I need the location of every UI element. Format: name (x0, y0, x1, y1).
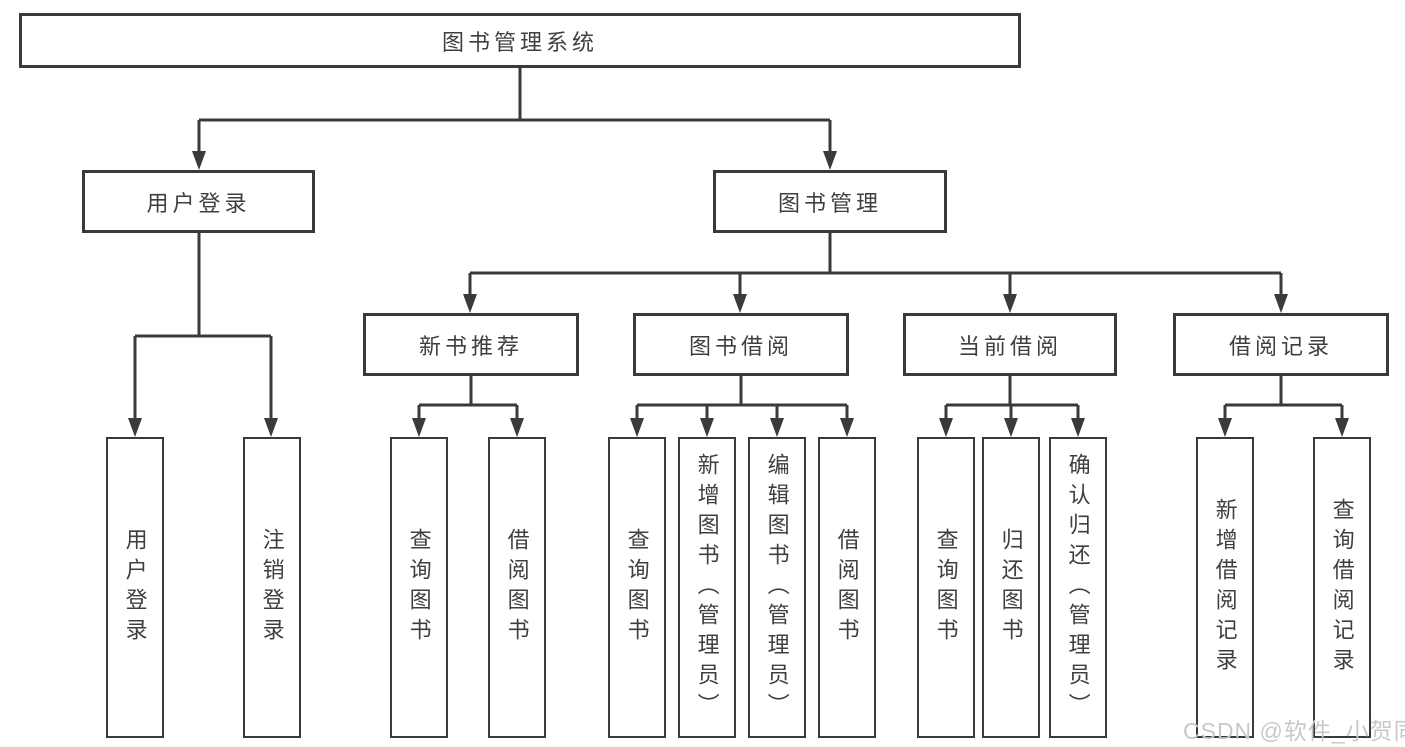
node-query-books-current: 查询图书 (917, 437, 975, 738)
node-query-borrow-record-label: 查询借阅记录 (1329, 497, 1355, 678)
node-query-books-recommend: 查询图书 (390, 437, 448, 738)
node-borrow-books-borrowing: 借阅图书 (818, 437, 876, 738)
node-borrow-books-recommend-label: 借阅图书 (504, 527, 530, 648)
node-confirm-return-admin: 确认归还（管理员） (1049, 437, 1107, 738)
node-library-system: 图书管理系统 (19, 13, 1021, 68)
node-query-books-recommend-label: 查询图书 (406, 527, 432, 648)
node-add-book-admin: 新增图书（管理员） (678, 437, 736, 738)
node-book-management: 图书管理 (713, 170, 947, 233)
node-query-books-current-label: 查询图书 (933, 527, 959, 648)
node-return-book: 归还图书 (982, 437, 1040, 738)
node-library-system-label: 图书管理系统 (441, 29, 598, 55)
node-book-borrowing: 图书借阅 (633, 313, 849, 376)
node-new-book-recommend: 新书推荐 (363, 313, 579, 376)
node-confirm-return-admin-label: 确认归还（管理员） (1065, 452, 1091, 723)
watermark-text: CSDN @软件_小贺同学 (1183, 718, 1405, 744)
node-book-borrowing-label: 图书借阅 (688, 333, 793, 359)
node-logout: 注销登录 (243, 437, 301, 738)
node-user-login-leaf: 用户登录 (106, 437, 164, 738)
node-user-login-branch-label: 用户登录 (146, 190, 251, 216)
node-query-books-borrowing-label: 查询图书 (624, 527, 650, 648)
node-book-management-label: 图书管理 (777, 190, 882, 216)
node-logout-label: 注销登录 (259, 527, 285, 648)
node-user-login-branch: 用户登录 (82, 170, 315, 233)
node-current-borrowing: 当前借阅 (903, 313, 1117, 376)
node-edit-book-admin: 编辑图书（管理员） (748, 437, 806, 738)
node-add-book-admin-label: 新增图书（管理员） (694, 452, 720, 723)
node-current-borrowing-label: 当前借阅 (957, 333, 1062, 359)
node-new-book-recommend-label: 新书推荐 (418, 333, 523, 359)
node-borrow-books-recommend: 借阅图书 (488, 437, 546, 738)
node-query-borrow-record: 查询借阅记录 (1313, 437, 1371, 738)
node-borrowing-records: 借阅记录 (1173, 313, 1389, 376)
node-add-borrow-record-label: 新增借阅记录 (1212, 497, 1238, 678)
node-user-login-leaf-label: 用户登录 (122, 527, 148, 648)
node-borrow-books-borrowing-label: 借阅图书 (834, 527, 860, 648)
node-borrowing-records-label: 借阅记录 (1228, 333, 1333, 359)
node-return-book-label: 归还图书 (998, 527, 1024, 648)
node-query-books-borrowing: 查询图书 (608, 437, 666, 738)
node-edit-book-admin-label: 编辑图书（管理员） (764, 452, 790, 723)
node-add-borrow-record: 新增借阅记录 (1196, 437, 1254, 738)
